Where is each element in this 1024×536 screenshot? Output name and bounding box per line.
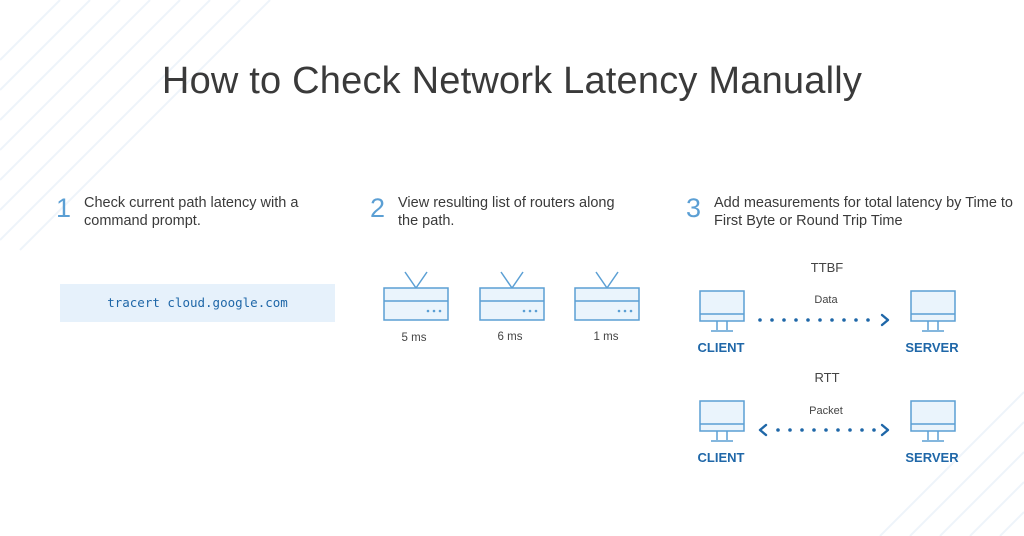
command-box: tracert cloud.google.com xyxy=(60,284,335,322)
router-1-latency: 5 ms xyxy=(401,332,427,344)
ttbf-client-computer xyxy=(698,290,746,334)
step-text: Add measurements for total latency by Ti… xyxy=(714,195,1013,229)
ttbf-server-computer xyxy=(909,290,957,334)
computer-icon xyxy=(910,400,956,442)
double-dotted-arrow-icon xyxy=(758,423,890,437)
rtt-label: RTT xyxy=(814,370,840,385)
router-3-latency: 1 ms xyxy=(593,331,619,343)
command-text: tracert cloud.google.com xyxy=(107,295,288,310)
rtt-arrow-label: Packet xyxy=(809,405,843,417)
step-number: 1 xyxy=(56,193,72,223)
step-text: Check current path latency with a comman… xyxy=(84,195,299,229)
router-1 xyxy=(383,270,449,322)
router-icon xyxy=(383,271,449,321)
step-number: 2 xyxy=(370,193,386,223)
router-icon xyxy=(479,271,545,321)
rtt-server-computer xyxy=(909,400,957,444)
router-3 xyxy=(574,270,640,322)
router-2 xyxy=(479,270,545,322)
computer-icon xyxy=(910,290,956,332)
ttbf-client-label: CLIENT xyxy=(697,340,745,355)
step-number: 3 xyxy=(686,193,702,223)
ttbf-label: TTBF xyxy=(810,260,844,275)
page-title: How to Check Network Latency Manually xyxy=(161,60,863,102)
computer-icon xyxy=(699,400,745,442)
router-2-latency: 6 ms xyxy=(497,331,523,343)
rtt-client-label: CLIENT xyxy=(697,450,745,465)
dotted-arrow-icon xyxy=(758,313,890,327)
computer-icon xyxy=(699,290,745,332)
ttbf-server-label: SERVER xyxy=(905,340,959,355)
ttbf-arrow-label: Data xyxy=(814,294,838,306)
rtt-server-label: SERVER xyxy=(905,450,959,465)
rtt-client-computer xyxy=(698,400,746,444)
step-text: View resulting list of routers along the… xyxy=(398,195,615,229)
router-icon xyxy=(574,271,640,321)
